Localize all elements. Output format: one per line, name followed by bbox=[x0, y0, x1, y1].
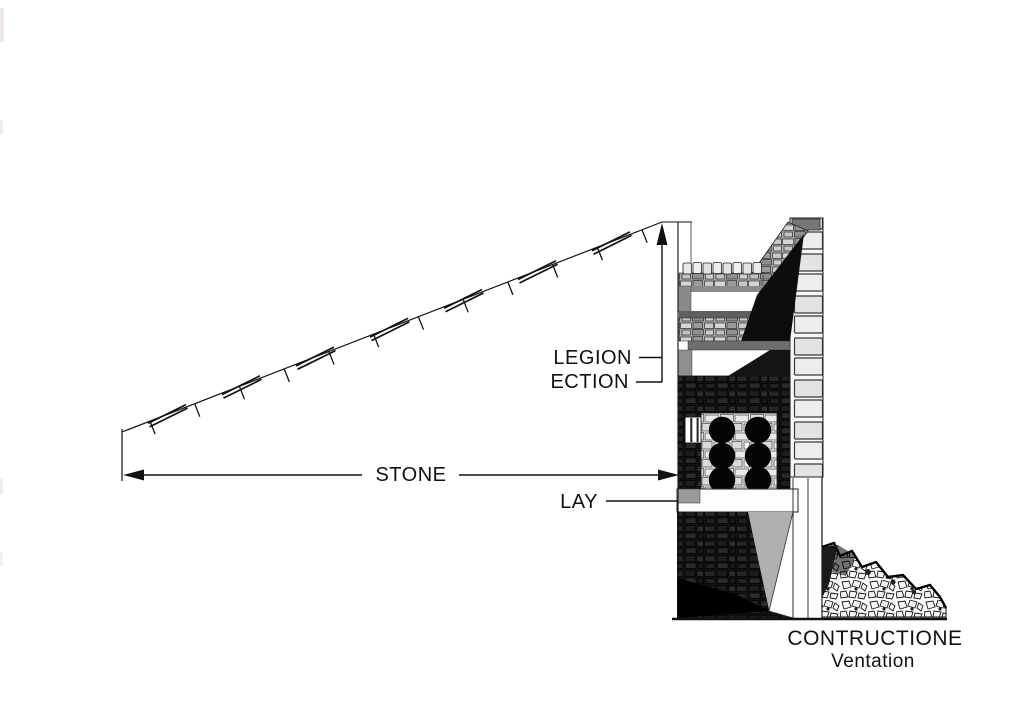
floor-shadow bbox=[677, 578, 769, 618]
scan-artifacts bbox=[0, 8, 4, 566]
slab-middle bbox=[679, 311, 790, 318]
label-legion: LEGION bbox=[553, 347, 632, 369]
slab-lower bbox=[687, 340, 791, 351]
interior-void-lower bbox=[677, 511, 794, 619]
roof-slope bbox=[121, 221, 663, 481]
dimension-lines bbox=[123, 223, 679, 502]
caption-line-1: CONTRUCTIONE bbox=[787, 627, 962, 650]
arrowhead-right bbox=[658, 469, 679, 481]
caption-line-2: Ventation bbox=[831, 651, 915, 672]
coping-stones bbox=[682, 262, 762, 275]
shadow-triangle-lower bbox=[728, 350, 790, 376]
coping-shadow-wedge bbox=[741, 234, 804, 341]
slope-battens bbox=[147, 231, 632, 428]
shelf-slab bbox=[676, 488, 799, 513]
slab-edge-upper bbox=[679, 286, 790, 292]
label-lay: LAY bbox=[560, 491, 598, 513]
label-ection: ECTION bbox=[550, 371, 629, 393]
horizontal-dimension-line bbox=[123, 469, 679, 481]
wall-section bbox=[662, 217, 948, 621]
arrowhead-up bbox=[656, 223, 668, 245]
vertical-dimension-line bbox=[636, 223, 668, 383]
dimension-label-stone: STONE bbox=[375, 464, 446, 486]
caption: CONTRUCTIONE Ventation bbox=[787, 627, 962, 672]
left-gray-block-lower bbox=[677, 349, 693, 377]
masonry-band-upper bbox=[678, 262, 764, 289]
left-gray-block-upper bbox=[677, 285, 692, 313]
rubble-pile bbox=[821, 541, 948, 618]
rubble-shadow bbox=[822, 545, 838, 598]
arrowhead-left bbox=[123, 469, 144, 481]
drain-pipes bbox=[708, 416, 772, 494]
perspective-floor-face bbox=[748, 512, 793, 610]
pipe-panel bbox=[700, 412, 778, 497]
